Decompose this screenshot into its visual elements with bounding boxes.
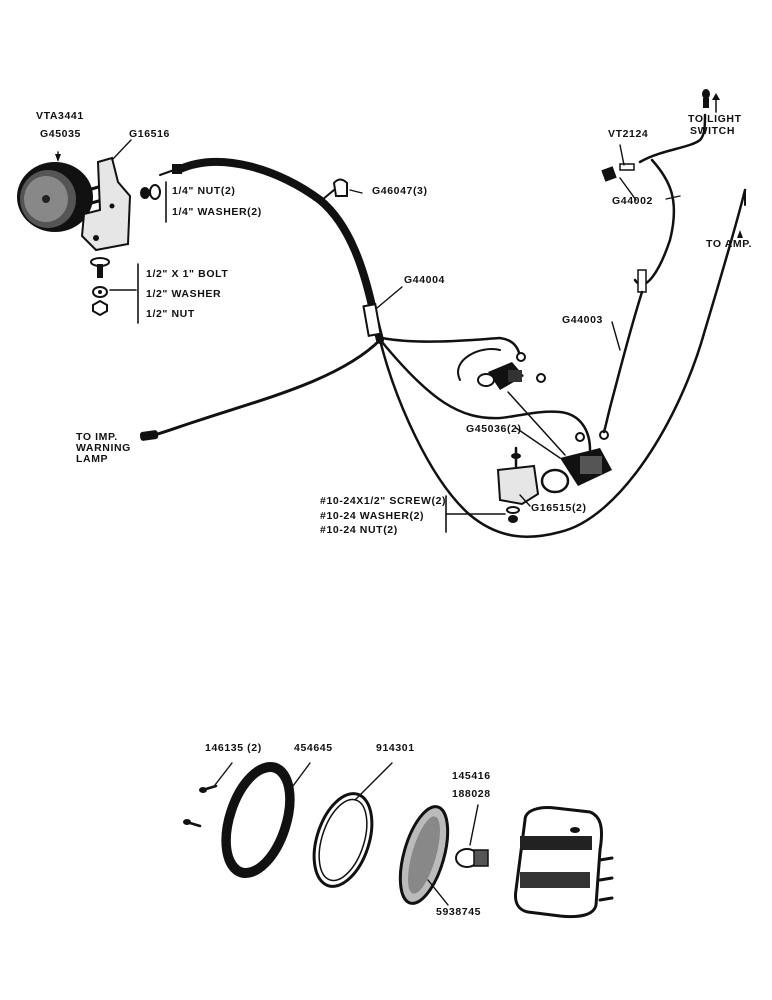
label-g44002: G44002: [612, 195, 653, 207]
bulb-145416: [455, 848, 489, 868]
label-145416: 145416: [452, 770, 491, 782]
label-188028: 188028: [452, 788, 491, 800]
gasket-914301: [312, 792, 374, 888]
gauge-assembly: [17, 162, 104, 232]
switch-g45036-lower: [540, 448, 612, 494]
label-g46047: G46047(3): [372, 185, 428, 197]
cable-g44002: [601, 113, 707, 293]
label-vta3441: VTA3441: [36, 110, 84, 122]
label-nut-quarter: 1/4" NUT(2): [172, 185, 236, 197]
clip-g46047: [321, 178, 348, 201]
label-bolt-half: 1/2" X 1" BOLT: [146, 268, 229, 280]
label-g16516: G16516: [129, 128, 170, 140]
label-g44004: G44004: [404, 274, 445, 286]
label-g16515: G16515(2): [531, 502, 587, 514]
label-914301: 914301: [376, 742, 415, 754]
label-g45036: G45036(2): [466, 423, 522, 435]
label-washer-quarter: 1/4" WASHER(2): [172, 206, 262, 218]
label-5938745: 5938745: [436, 906, 482, 918]
label-to-imp-3: LAMP: [76, 453, 109, 465]
label-146135: 146135 (2): [205, 742, 262, 754]
lens-5938745: [398, 805, 450, 905]
switch-g45036-upper: [477, 362, 524, 390]
lamp-housing: [514, 806, 614, 919]
label-to-imp-2: WARNING: [76, 442, 131, 454]
bracket-g16515: [496, 446, 540, 523]
bolt-washer-nut-half: [90, 257, 110, 317]
label-to-light-1: TO LIGHT: [688, 113, 742, 125]
rim-454645: [221, 761, 295, 879]
nut-washer-quarter: [140, 184, 161, 200]
light-switch-connector: [702, 89, 710, 108]
screws-146135: [183, 784, 218, 828]
label-screw-10-24: #10-24X1/2" SCREW(2): [320, 495, 447, 507]
label-nut-10-24: #10-24 NUT(2): [320, 524, 398, 536]
bracket-g16516: [80, 156, 132, 252]
label-vt2124: VT2124: [608, 128, 649, 140]
label-g45035: G45035: [40, 128, 81, 140]
label-to-imp-1: TO IMP.: [76, 431, 118, 443]
label-g44003: G44003: [562, 314, 603, 326]
label-nut-half: 1/2" NUT: [146, 308, 195, 320]
label-to-light-2: SWITCH: [690, 125, 736, 137]
label-454645: 454645: [294, 742, 333, 754]
label-washer-half: 1/2" WASHER: [146, 288, 222, 300]
label-to-amp: TO AMP.: [706, 238, 753, 250]
label-washer-10-24: #10-24 WASHER(2): [320, 510, 425, 522]
